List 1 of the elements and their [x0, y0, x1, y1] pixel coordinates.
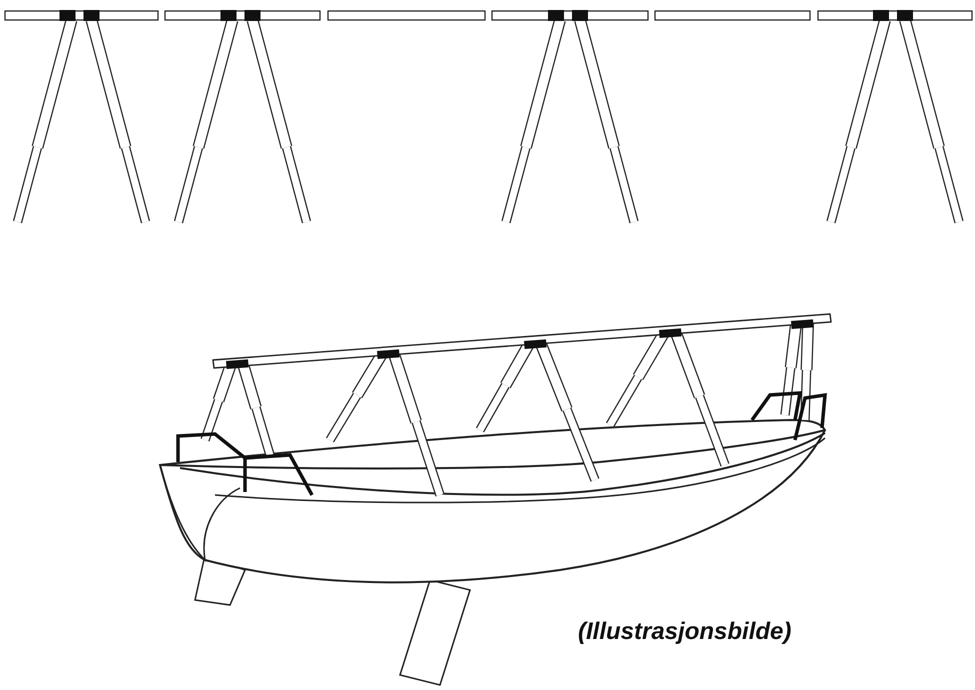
caption: (Illustrasjonsbilde): [578, 618, 792, 646]
